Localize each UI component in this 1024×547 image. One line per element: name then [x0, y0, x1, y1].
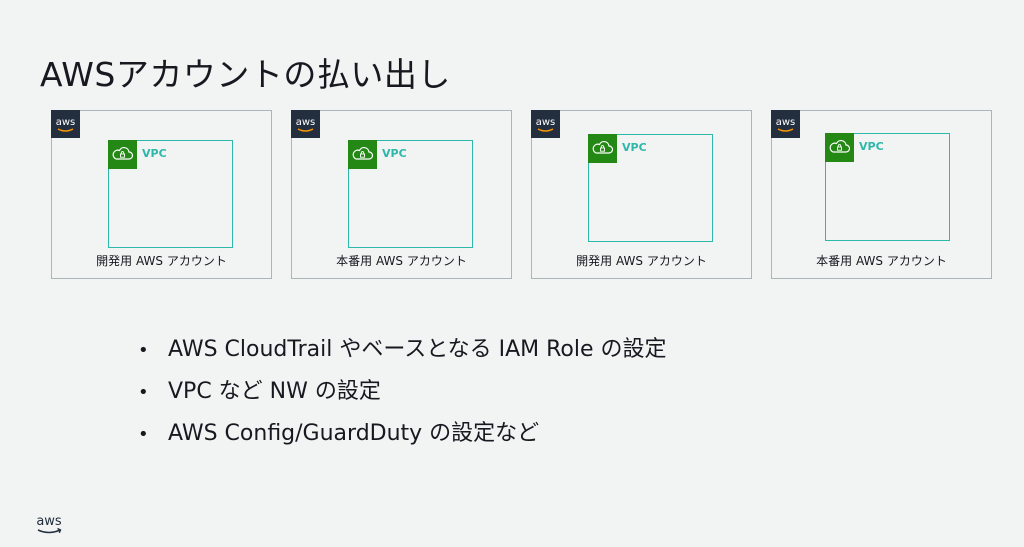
- account-label: 開発用 AWS アカウント: [576, 254, 707, 268]
- bullet-dot: •: [138, 424, 149, 445]
- vpc-label: VPC: [382, 147, 407, 160]
- bullet-dot: •: [138, 382, 149, 403]
- vpc-label: VPC: [622, 141, 647, 154]
- svg-text:aws: aws: [536, 117, 556, 128]
- aws-logo-icon: aws: [531, 110, 560, 138]
- vpc-cloud-lock-icon: [825, 133, 854, 162]
- vpc-box: VPC: [348, 140, 473, 248]
- aws-account-box: aws VPC 開発用 AWS アカウント: [531, 110, 752, 279]
- aws-account-box: aws VPC 本番用 AWS アカウント: [291, 110, 512, 279]
- bullet-item: • AWS Config/GuardDuty の設定など: [138, 419, 667, 461]
- bullet-list: • AWS CloudTrail やベースとなる IAM Role の設定 • VP…: [138, 335, 667, 461]
- bullet-item: • VPC など NW の設定: [138, 377, 667, 419]
- vpc-box: VPC: [588, 134, 713, 242]
- svg-text:aws: aws: [56, 117, 76, 128]
- svg-text:aws: aws: [296, 117, 316, 128]
- vpc-box: VPC: [825, 133, 950, 241]
- aws-logo-icon: aws: [771, 110, 800, 138]
- bullet-dot: •: [138, 340, 149, 361]
- vpc-label: VPC: [142, 147, 167, 160]
- vpc-label: VPC: [859, 140, 884, 153]
- bullet-text: AWS CloudTrail やベースとなる IAM Role の設定: [168, 337, 667, 362]
- account-label: 本番用 AWS アカウント: [336, 254, 467, 268]
- aws-account-box: aws VPC 本番用 AWS アカウント: [771, 110, 992, 279]
- slide-title: AWSアカウントの払い出し: [40, 55, 451, 94]
- vpc-cloud-lock-icon: [348, 140, 377, 169]
- account-label: 本番用 AWS アカウント: [816, 254, 947, 268]
- bullet-text: VPC など NW の設定: [168, 379, 381, 404]
- bullet-item: • AWS CloudTrail やベースとなる IAM Role の設定: [138, 335, 667, 377]
- vpc-box: VPC: [108, 140, 233, 248]
- aws-account-box: aws VPC 開発用 AWS アカウント: [51, 110, 272, 279]
- vpc-cloud-lock-icon: [588, 134, 617, 163]
- bullet-text: AWS Config/GuardDuty の設定など: [168, 421, 540, 446]
- vpc-cloud-lock-icon: [108, 140, 137, 169]
- svg-text:aws: aws: [776, 117, 796, 128]
- account-label: 開発用 AWS アカウント: [96, 254, 227, 268]
- aws-logo-icon: aws: [32, 513, 66, 543]
- svg-text:aws: aws: [36, 514, 62, 529]
- aws-logo-icon: aws: [291, 110, 320, 138]
- aws-logo-icon: aws: [51, 110, 80, 138]
